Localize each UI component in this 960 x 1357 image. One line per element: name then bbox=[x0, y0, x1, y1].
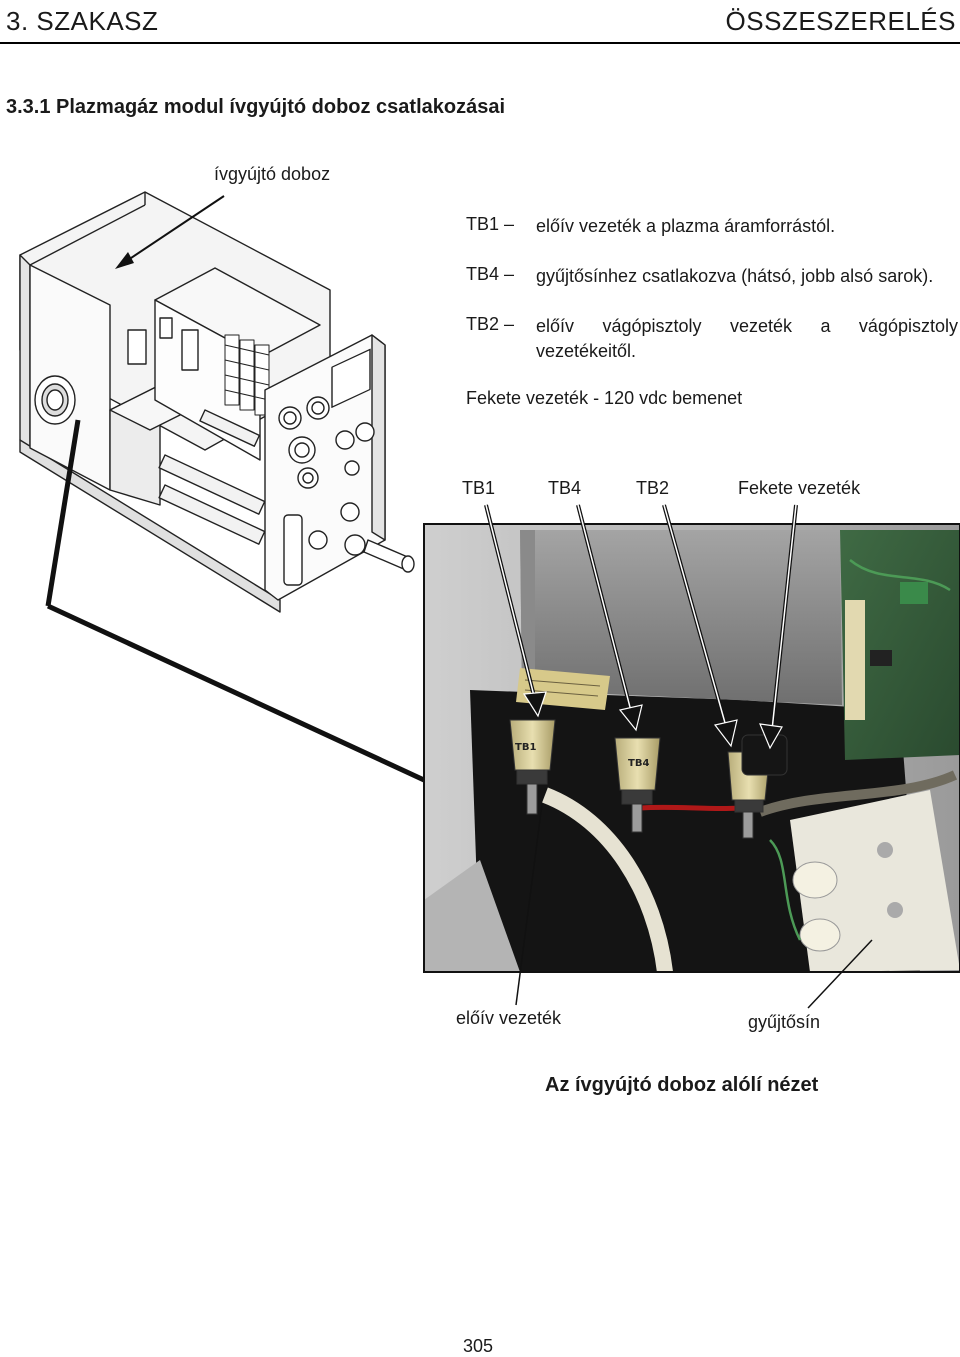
photo-terminal-label-tb4: TB4 bbox=[628, 758, 650, 769]
photo-terminal-label-tb1: TB1 bbox=[515, 742, 537, 753]
page-number: 305 bbox=[463, 1336, 494, 1356]
terminal-label: TB2 – bbox=[466, 314, 515, 334]
photo-label-tb4: TB4 bbox=[548, 478, 582, 498]
igniter-bottom-photo bbox=[423, 504, 960, 1009]
view-connection-arrow bbox=[45, 419, 426, 783]
photo-label-pilot-wire: előív vezeték bbox=[456, 1008, 562, 1028]
chapter-title: ÖSSZESZERELÉS bbox=[725, 6, 956, 36]
terminal-label: TB1 – bbox=[466, 214, 515, 234]
photo-label-busbar: gyűjtősín bbox=[748, 1012, 821, 1032]
black-wire-note: Fekete vezeték - 120 vdc bemenet bbox=[466, 388, 743, 408]
photo-label-black-wire: Fekete vezeték bbox=[738, 478, 861, 498]
terminal-label: TB4 – bbox=[466, 264, 515, 284]
terminal-description: gyűjtősínhez csatlakozva (hátsó, jobb al… bbox=[536, 266, 934, 286]
terminal-description: előív vezeték a plazma áramforrástól. bbox=[536, 216, 836, 236]
gas-module-drawing bbox=[19, 191, 415, 613]
section-number: 3. SZAKASZ bbox=[6, 6, 159, 36]
header-divider bbox=[0, 42, 960, 44]
photo-label-tb1: TB1 bbox=[462, 478, 496, 498]
figure-caption: Az ívgyújtó doboz alólí nézet bbox=[545, 1074, 819, 1096]
photo-label-tb2: TB2 bbox=[636, 478, 670, 498]
section-title: 3.3.1 Plazmagáz modul ívgyújtó doboz csa… bbox=[6, 96, 506, 118]
terminal-description: előív vágópisztoly vezeték a vágópisztol… bbox=[536, 316, 958, 361]
diagram-callout-label: ívgyújtó doboz bbox=[214, 164, 331, 184]
igniter-callout-arrow bbox=[115, 195, 225, 269]
